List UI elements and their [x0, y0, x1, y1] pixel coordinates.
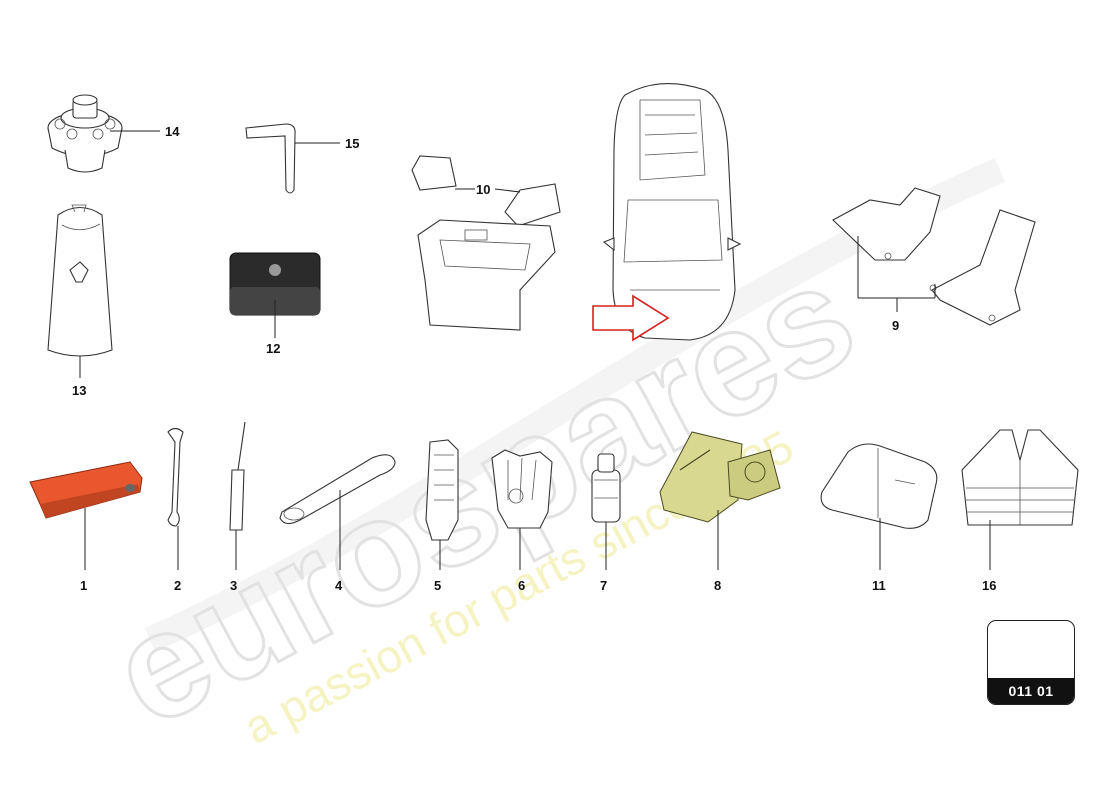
- warning-triangle-case: [820, 443, 938, 570]
- illustration-code: 011 01: [988, 678, 1074, 704]
- illustration-code-badge: 011 01: [987, 620, 1075, 705]
- tool-bag: [47, 204, 113, 378]
- location-arrow: [592, 294, 670, 342]
- tow-lever: [279, 454, 396, 570]
- screwdriver: [229, 421, 246, 570]
- callout-7: 7: [600, 578, 607, 593]
- callout-13: 13: [72, 383, 86, 398]
- callout-6: 6: [518, 578, 525, 593]
- clamp-tool: [425, 439, 459, 570]
- safety-vest: [961, 429, 1079, 570]
- storage-tray: [411, 155, 561, 331]
- callout-16: 16: [982, 578, 996, 593]
- callout-labels: 14 15 13 12 10 9 1 2 3 4 5 6 7 8 11 16: [72, 124, 996, 593]
- floor-mats: [832, 187, 1036, 326]
- callout-8: 8: [714, 578, 721, 593]
- hex-key: [245, 123, 340, 194]
- wrench: [167, 427, 184, 570]
- gloves: [491, 449, 553, 570]
- callout-2: 2: [174, 578, 181, 593]
- callout-5: 5: [434, 578, 441, 593]
- black-pouch: [229, 252, 321, 338]
- wheel-bolt-adapter: [47, 94, 160, 173]
- sealant-bottle: [591, 453, 621, 570]
- callout-10: 10: [476, 182, 490, 197]
- callout-14: 14: [165, 124, 180, 139]
- car-outline: [602, 83, 742, 341]
- callout-15: 15: [345, 136, 359, 151]
- callout-11: 11: [872, 578, 886, 593]
- callout-9: 9: [892, 318, 899, 333]
- orange-pouch: [29, 461, 143, 570]
- callout-12: 12: [266, 341, 280, 356]
- compressor: [659, 431, 781, 570]
- callout-3: 3: [230, 578, 237, 593]
- callout-1: 1: [80, 578, 87, 593]
- callout-4: 4: [335, 578, 343, 593]
